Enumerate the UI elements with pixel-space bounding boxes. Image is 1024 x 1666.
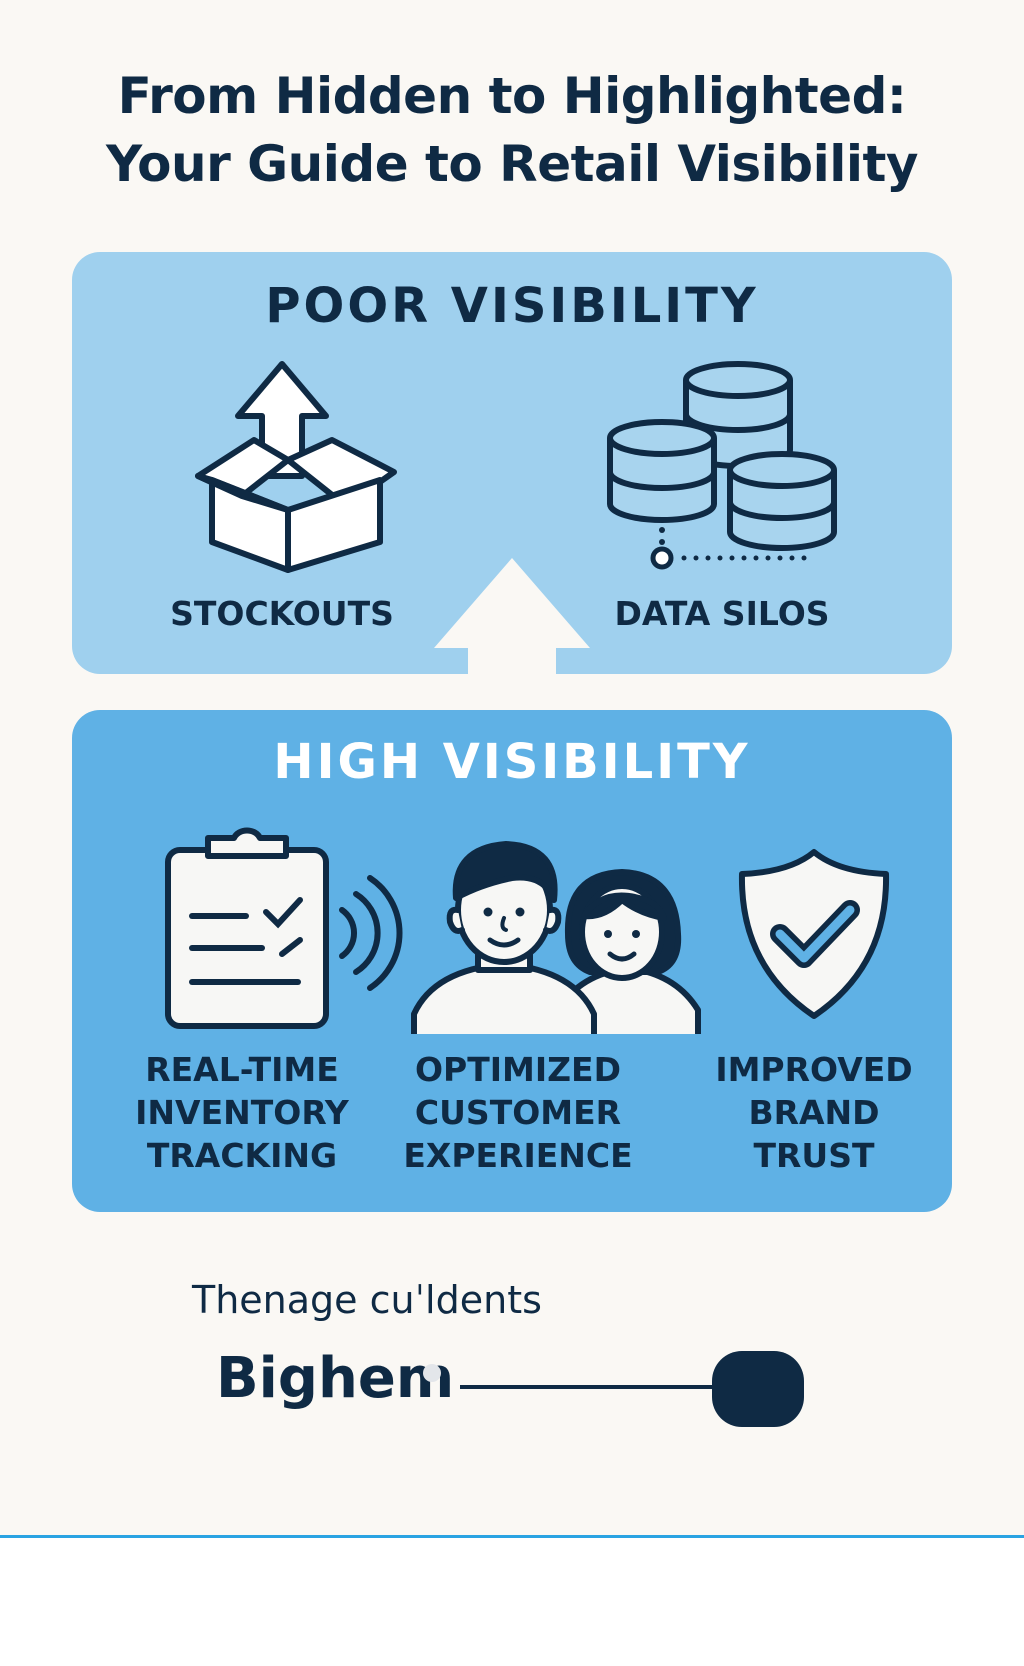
open-box-arrow-icon: [195, 361, 397, 573]
slider-start-dot: [423, 1364, 441, 1382]
high-visibility-heading: HIGH VISIBILITY: [273, 734, 751, 790]
brand-logo-text: Bighem: [216, 1346, 455, 1411]
real-time-inventory-label: REAL-TIME INVENTORY TRACKING: [135, 1050, 349, 1175]
slider-handle[interactable]: [712, 1351, 804, 1427]
shield-check-icon: [738, 849, 890, 1019]
poor-visibility-heading: POOR VISIBILITY: [265, 278, 759, 334]
stockouts-label: STOCKOUTS: [170, 594, 394, 633]
slider-track[interactable]: [460, 1385, 720, 1389]
two-people-icon: [411, 841, 701, 1034]
up-arrow-icon: [434, 558, 590, 676]
page-title: From Hidden to Highlighted: Your Guide t…: [0, 62, 1024, 198]
database-stack-icon: [607, 361, 837, 570]
clipboard-checklist-signal-icon: [165, 827, 403, 1029]
caption-text: Thenage cuˈldents: [192, 1278, 542, 1322]
optimized-customer-experience-label: OPTIMIZED CUSTOMER EXPERIENCE: [403, 1050, 633, 1175]
improved-brand-trust-label: IMPROVED BRAND TRUST: [715, 1050, 913, 1175]
high-visibility-panel: HIGH VISIBILITY REAL-TIME INVENTORY TRAC…: [72, 710, 952, 1212]
bottom-blank-area: [0, 1538, 1024, 1666]
title-line-2: Your Guide to Retail Visibility: [106, 135, 918, 193]
bottom-divider: [0, 1535, 1024, 1538]
data-silos-label: DATA SILOS: [614, 594, 830, 633]
title-line-1: From Hidden to Highlighted:: [117, 67, 907, 125]
